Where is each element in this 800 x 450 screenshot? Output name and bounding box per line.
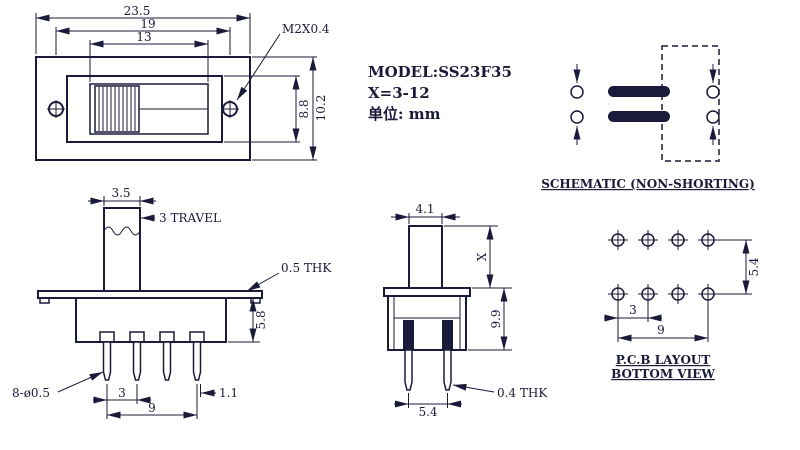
side-view: 4.1 X 9.9 5.4 0.4 THK <box>383 202 548 419</box>
actuator-outline <box>103 207 141 291</box>
terminal-circle <box>706 110 720 124</box>
dim-overall-height-label: 10.2 <box>314 95 328 122</box>
dim-overall-width-label: 23.5 <box>124 4 151 18</box>
unit-label: 单位: mm <box>368 105 441 123</box>
schematic-dashed-box <box>661 45 720 162</box>
plate-tab-right <box>250 297 261 304</box>
pin-thickness-label: 0.4 THK <box>497 386 548 400</box>
contact-bar-top <box>608 86 670 97</box>
pin <box>443 349 452 391</box>
pcb-hole <box>611 233 625 247</box>
dim-knob-depth-label: 4.1 <box>415 202 434 216</box>
ext-lines-overall-height <box>252 56 317 161</box>
terminal-circle <box>706 85 720 99</box>
dim-pin-width-label: 1.1 <box>219 386 238 400</box>
pin <box>162 341 172 381</box>
pcb-caption-line1: P.C.B LAYOUT <box>616 353 711 367</box>
travel-label: 3 TRAVEL <box>159 211 221 225</box>
pcb-hole <box>671 287 685 301</box>
dim-pin-pitch-label: 3 <box>118 386 126 400</box>
dim-knob-height-label: X <box>475 252 489 261</box>
dim-body-height-label: 5.8 <box>254 310 268 329</box>
dim-hole-pitch-label: 3 <box>629 303 637 317</box>
dim-hole-spacing-label: 19 <box>140 17 155 31</box>
knob-outline <box>94 85 140 133</box>
dim-inner-height-label: 8.8 <box>297 99 311 118</box>
pin <box>404 349 413 391</box>
knob-hatch <box>98 87 136 131</box>
terminal-block <box>403 320 414 350</box>
pin-holes-leader <box>57 371 104 393</box>
plate-thickness-label: 0.5 THK <box>281 261 332 275</box>
housing-inner-walls <box>393 296 461 350</box>
hole-crosshairs <box>608 230 718 304</box>
contact-bar-bottom <box>608 111 670 122</box>
pin <box>132 341 142 381</box>
bracket-outline <box>35 56 251 161</box>
dim-opening-width-label: 13 <box>136 30 151 44</box>
terminal-base <box>129 331 145 343</box>
dim-pin-spacing-label: 5.4 <box>418 405 437 419</box>
actuator-outline <box>408 225 443 288</box>
dim-body-height-label: 9.9 <box>489 309 503 328</box>
pcb-hole <box>611 287 625 301</box>
schematic-view: SCHEMATIC (NON-SHORTING) <box>541 45 755 191</box>
front-view: 3.5 3 TRAVEL 0.5 THK 5.8 8-ø0.5 3 9 1.1 <box>12 186 332 419</box>
pcb-hole <box>641 287 655 301</box>
actuator-break-line <box>103 226 141 236</box>
travel-range-label: X=3-12 <box>368 84 430 102</box>
dim-knob-width-label: 3.5 <box>111 186 130 200</box>
housing-outline <box>75 297 227 343</box>
mount-plate <box>37 290 263 299</box>
hole-centerlines <box>47 100 239 118</box>
flange-outline <box>383 287 471 297</box>
pcb-view: 5.4 3 9 P.C.B LAYOUT BOTTOM VIEW <box>604 230 761 381</box>
pcb-hole <box>701 287 715 301</box>
model-label: MODEL:SS23F35 <box>368 63 512 81</box>
terminal-circle <box>570 85 584 99</box>
pcb-hole <box>671 233 685 247</box>
housing-outline <box>387 296 467 351</box>
dim-hole-span-label: 9 <box>657 323 665 337</box>
terminal-block <box>442 320 453 350</box>
dim-pin-span-label: 9 <box>148 401 156 415</box>
pin-holes-label: 8-ø0.5 <box>12 386 50 400</box>
pin-thickness-leader <box>452 383 495 393</box>
pcb-hole <box>701 233 715 247</box>
top-view: 23.5 19 13 M2X0.4 8.8 10.2 <box>35 4 330 161</box>
title-block: MODEL:SS23F35 X=3-12 单位: mm <box>368 63 512 123</box>
dim-row-spacing-label: 5.4 <box>747 257 761 276</box>
schematic-caption: SCHEMATIC (NON-SHORTING) <box>541 177 755 191</box>
terminal-base <box>189 331 205 343</box>
plate-tab-left <box>39 297 50 304</box>
terminal-base <box>159 331 175 343</box>
plate-thickness-leader <box>246 272 280 292</box>
pcb-caption-line2: BOTTOM VIEW <box>611 367 715 381</box>
ext-lines-inner-height <box>224 75 300 143</box>
thread-leader-line <box>236 33 281 101</box>
terminal-base <box>99 331 115 343</box>
thread-callout-label: M2X0.4 <box>282 22 330 36</box>
pin <box>192 341 202 381</box>
pin <box>102 341 112 381</box>
pcb-hole <box>641 233 655 247</box>
terminal-circle <box>570 110 584 124</box>
